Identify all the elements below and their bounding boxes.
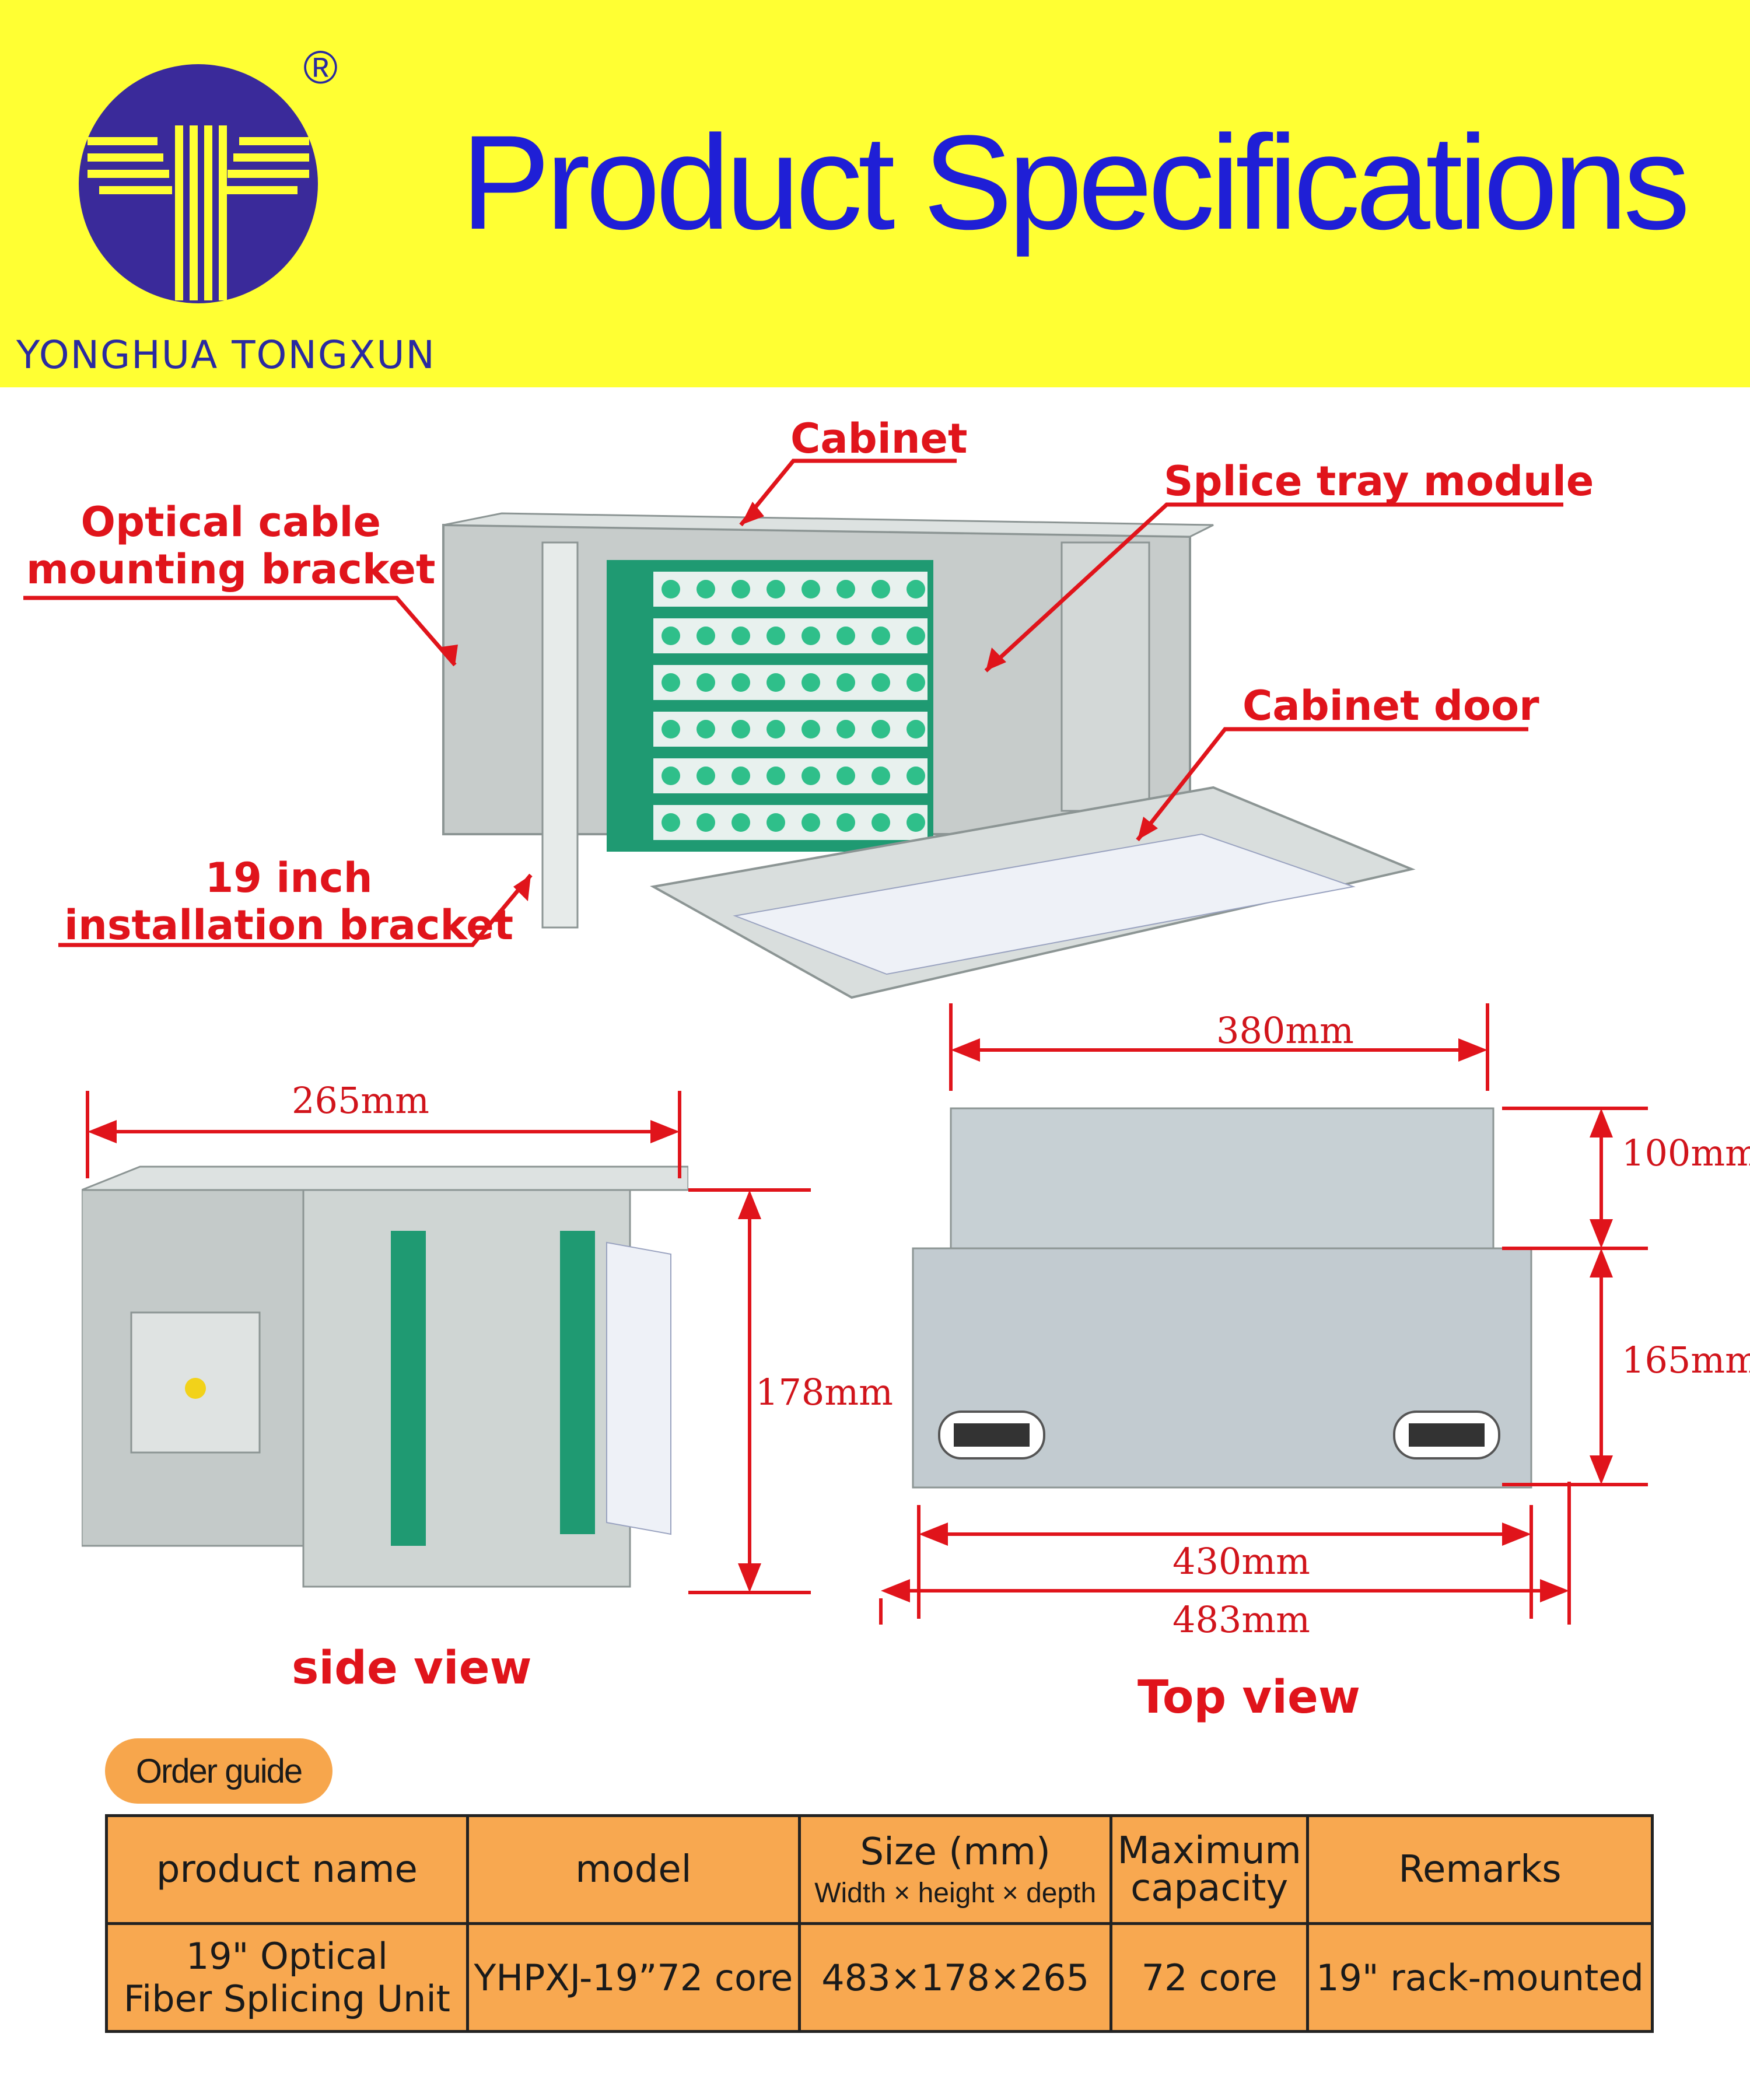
side-height-dimension: 178mm [755, 1371, 893, 1413]
top-width-dimension: 380mm [1216, 1009, 1354, 1052]
header-size: Size (mm) Width × height × depth [797, 1814, 1113, 1925]
header-product-name: product name [105, 1814, 469, 1925]
header-remarks: Remarks [1306, 1814, 1654, 1925]
header-model: model [466, 1814, 801, 1925]
cell-size: 483×178×265 [797, 1922, 1113, 2033]
top-view-dimensions [879, 1003, 1648, 1625]
page-title: Product Specifications [461, 107, 1690, 257]
inner-width-dimension: 430mm [1172, 1540, 1310, 1583]
cell-capacity: 72 core [1110, 1922, 1309, 2033]
top-view-label: Top view [1138, 1671, 1360, 1724]
table-row: 19" Optical Fiber Splicing Unit YHPXJ-19… [105, 1922, 1654, 2033]
order-guide-badge: Order guide [105, 1738, 332, 1804]
side-view-dimensions [86, 1091, 811, 1594]
top-view-photo [912, 1107, 1532, 1489]
order-guide-table: product name model Size (mm) Width × hei… [105, 1814, 1654, 2033]
cell-remarks: 19" rack-mounted [1306, 1922, 1654, 2033]
outer-width-dimension: 483mm [1172, 1598, 1310, 1641]
cell-product-name: 19" Optical Fiber Splicing Unit [105, 1922, 469, 2033]
table-header-row: product name model Size (mm) Width × hei… [105, 1814, 1654, 1925]
side-depth-dimension: 265mm [292, 1079, 429, 1122]
callout-cabinet: Cabinet [790, 415, 968, 463]
callout-install-bracket: 19 inch installation bracket [64, 854, 514, 949]
registered-mark: ® [303, 41, 338, 93]
product-photo [442, 512, 1416, 999]
side-view-label: side view [292, 1642, 532, 1695]
cell-model: YHPXJ-19”72 core [466, 1922, 801, 2033]
callout-cable-bracket: Optical cable mounting bracket [26, 498, 436, 593]
lower-height-dimension: 165mm [1622, 1339, 1750, 1381]
callout-arrows [23, 459, 1563, 947]
brand-name: YONGHUA TONGXUN [16, 332, 436, 377]
side-view-photo [82, 1166, 688, 1588]
header-size-sub: Width × height × depth [814, 1877, 1097, 1909]
callout-cabinet-door: Cabinet door [1242, 682, 1539, 730]
company-logo [79, 64, 318, 303]
callout-splice-tray: Splice tray module [1164, 457, 1594, 505]
header-capacity: Maximum capacity [1110, 1814, 1309, 1925]
upper-height-dimension: 100mm [1622, 1132, 1750, 1174]
header-size-main: Size (mm) [860, 1830, 1051, 1874]
